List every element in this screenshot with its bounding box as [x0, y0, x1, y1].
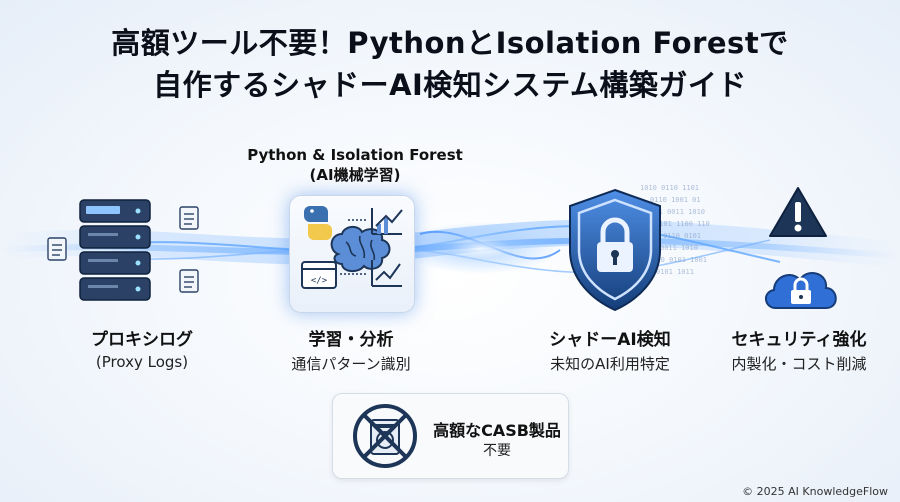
chart-icon [371, 208, 403, 235]
stage-proxy-logs-main: プロキシログ [91, 330, 193, 350]
casb-main-label: 高額なCASB製品 [433, 421, 561, 440]
python-header-line-1: Python & Isolation Forest [247, 146, 463, 164]
stage-learning-sub: 通信パターン識別 [291, 355, 411, 373]
python-header: Python & Isolation Forest (AI機械学習) [210, 145, 500, 185]
stage-proxy-logs: プロキシログ (Proxy Logs) [57, 325, 227, 371]
stage-detection: シャドーAI検知 未知のAI利用特定 [525, 325, 695, 374]
title-line-1: 高額ツール不要！PythonとIsolation Forestで [111, 26, 789, 60]
python-header-line-2: (AI機械学習) [309, 166, 401, 184]
casb-sub-label: 不要 [483, 443, 511, 459]
stage-detection-sub: 未知のAI利用特定 [550, 355, 670, 373]
svg-text:1101 0011 1010: 1101 0011 1010 [646, 208, 705, 216]
title-line-2: 自作するシャドーAI検知システム構築ガイド [153, 68, 747, 102]
stage-learning-main: 学習・分析 [308, 330, 394, 350]
trend-chart-icon [371, 260, 402, 287]
svg-text:1010 0110 1101: 1010 0110 1101 [640, 184, 699, 192]
casb-card [332, 393, 569, 479]
ml-analysis-card: </> [289, 195, 415, 313]
server-stack-icon [79, 199, 151, 301]
svg-text:0011 1010: 0011 1010 [660, 244, 698, 252]
code-window-icon: </> [301, 261, 337, 289]
log-file-icons [47, 206, 199, 293]
svg-text:1001 0110 0101: 1001 0110 0101 [642, 232, 701, 240]
warning-icon [769, 187, 827, 237]
shield-lock-icon [569, 188, 661, 312]
svg-text:</>: </> [311, 276, 328, 286]
stage-detection-main: シャドーAI検知 [549, 330, 671, 350]
python-logo-icon [304, 206, 332, 240]
svg-text:0110 1001 01: 0110 1001 01 [650, 196, 701, 204]
brain-icon: </> [301, 206, 403, 289]
stage-security: セキュリティ強化 内製化・コスト削減 [714, 325, 884, 374]
page-title: 高額ツール不要！PythonとIsolation Forestで 自作するシャド… [0, 22, 900, 106]
svg-text:0101 1100 110: 0101 1100 110 [655, 220, 710, 228]
no-appliance-icon [353, 404, 417, 468]
stage-security-sub: 内製化・コスト削減 [731, 355, 867, 373]
binary-rain: 1010 0110 1101 0110 1001 01 1101 0011 10… [640, 184, 710, 276]
flow-band: 1010 0110 1101 0110 1001 01 1101 0011 10… [0, 184, 900, 312]
copyright: © 2025 AI KnowledgeFlow [742, 485, 888, 498]
stage-proxy-logs-sub: (Proxy Logs) [95, 353, 189, 371]
cloud-lock-icon [765, 272, 837, 309]
stage-security-main: セキュリティ強化 [731, 330, 867, 350]
stage-learning: 学習・分析 通信パターン識別 [266, 325, 436, 374]
svg-text:1110 0101 1001: 1110 0101 1001 [648, 256, 707, 264]
svg-text:0101 1011: 0101 1011 [656, 268, 694, 276]
